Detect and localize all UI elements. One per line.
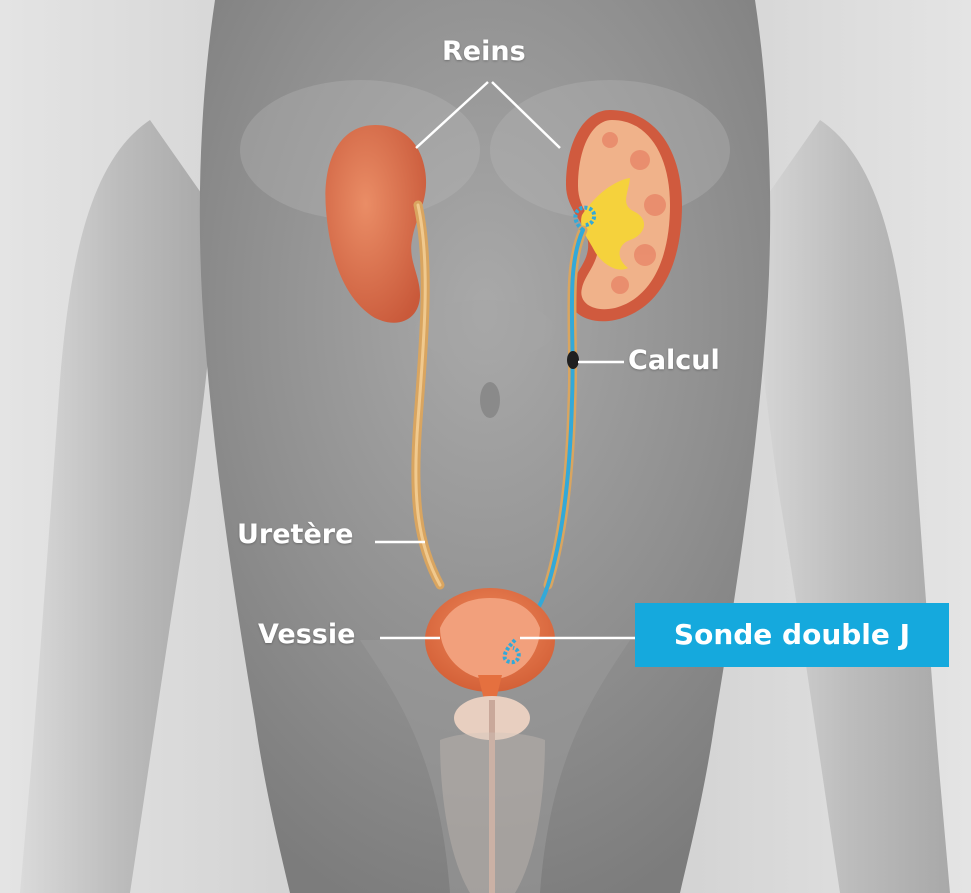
abdomen-highlight [415,300,555,360]
label-uretere: Uretère [237,519,353,550]
label-sonde-double-j: Sonde double J [635,603,949,667]
label-reins: Reins [442,36,526,67]
navel [480,382,500,418]
label-calcul: Calcul [628,345,720,376]
label-vessie: Vessie [258,619,355,650]
calculus-stone [567,351,579,369]
